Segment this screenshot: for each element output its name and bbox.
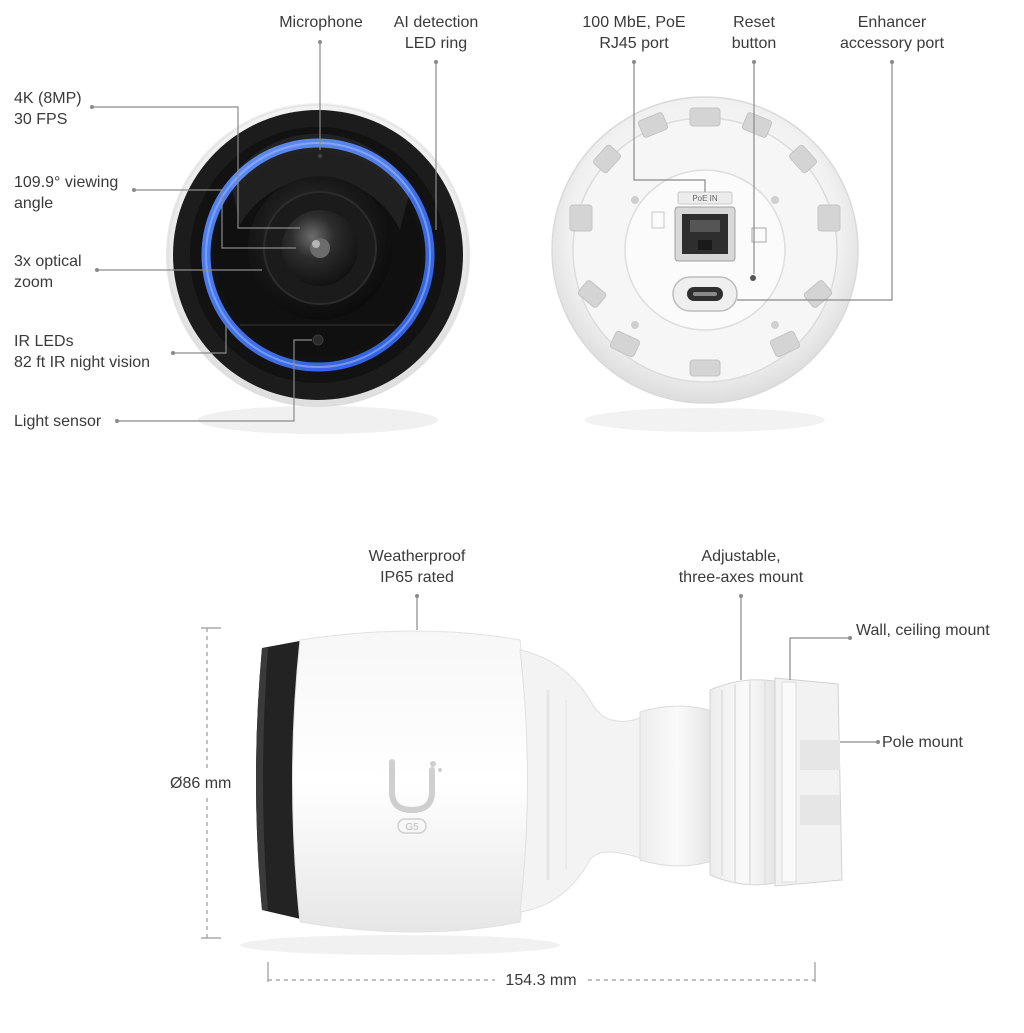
leader-lines — [92, 42, 893, 743]
microphone-hole — [318, 154, 322, 158]
light-sensor-dot — [312, 334, 324, 346]
callout-resolution: 4K (8MP)30 FPS — [14, 90, 82, 128]
side-neck — [519, 649, 651, 913]
callout-wall-ceiling-mount: Wall, ceiling mount — [856, 622, 990, 639]
dimension-lines — [201, 627, 816, 982]
front-view — [166, 103, 470, 434]
poe-port-label: PoE IN — [692, 194, 718, 203]
reset-button — [750, 275, 756, 281]
callout-light-sensor: Light sensor — [14, 413, 102, 430]
callout-microphone: Microphone — [279, 14, 363, 31]
callout-mount: Adjustable,three-axes mount — [678, 548, 804, 586]
dimension-length: 154.3 mm — [505, 972, 577, 989]
model-badge: G5 — [405, 822, 419, 833]
adjustable-mount-ring — [709, 679, 781, 886]
side-ball-joint — [639, 705, 716, 867]
side-lens-hood — [256, 640, 305, 920]
dimension-diameter: Ø86 mm — [170, 775, 232, 792]
side-main-body — [292, 630, 531, 933]
side-view: G5 — [240, 630, 843, 955]
callout-pole-mount: Pole mount — [882, 734, 963, 751]
rear-view: PoE IN — [551, 96, 859, 432]
leader-dots — [90, 40, 894, 744]
logo-mark — [389, 759, 435, 814]
